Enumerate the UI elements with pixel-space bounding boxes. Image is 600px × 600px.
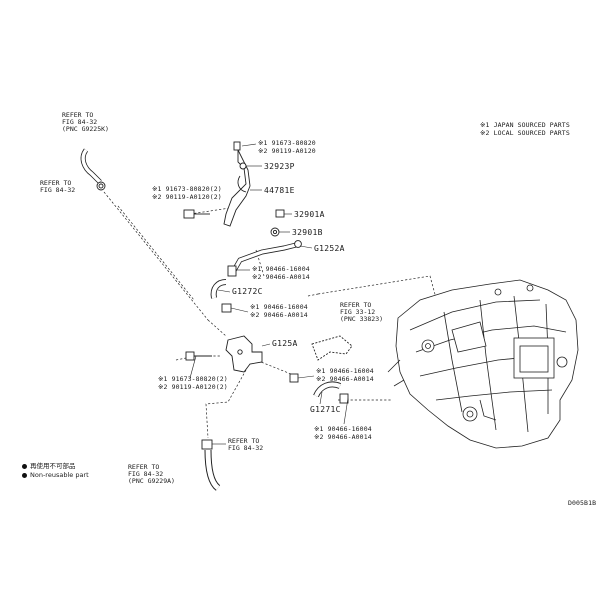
hose-top-left (80, 148, 106, 191)
non-reusable-dot-icon (22, 464, 27, 469)
part-32901B-shape (270, 227, 280, 237)
label-G1271C[interactable]: G1271C (310, 405, 341, 414)
note-japan-sourced: ※1 JAPAN SOURCED PARTS (480, 121, 570, 129)
label-32901B[interactable]: 32901B (292, 228, 323, 237)
label-leaders (189, 143, 349, 445)
label-32923P[interactable]: 32923P (264, 162, 295, 171)
label-top-bolt-2[interactable]: ※2 90119-A0120 (258, 147, 316, 155)
label-left-bolt-2[interactable]: ※2 90119-A0120(2) (152, 193, 222, 201)
label-44781E[interactable]: 44781E (264, 186, 295, 195)
junction-G125A (225, 335, 263, 373)
label-clamp4-1[interactable]: ※1 90466-16004 (314, 425, 372, 433)
label-lower-bolt-2[interactable]: ※2 90119-A0120(2) (158, 383, 228, 391)
bolt-left (183, 209, 210, 219)
part-32901A-shape (275, 209, 285, 218)
label-clamp2-1[interactable]: ※1 90466-16004 (250, 303, 308, 311)
label-clamp3-1[interactable]: ※1 90466-16004 (316, 367, 374, 375)
label-clamp1-2[interactable]: ※2 90466-A0014 (252, 273, 310, 281)
hose-G1272C (210, 279, 227, 299)
label-top-bolt-1[interactable]: ※1 91673-80820 (258, 139, 316, 147)
non-reusable-dot-icon (22, 473, 27, 478)
bolt-lower-left (185, 351, 212, 361)
refer-center[interactable]: REFER TO FIG 33-12 (PNC 33823) (340, 301, 384, 323)
figure-code: D005B1B (568, 499, 597, 507)
refer-bottom[interactable]: REFER TO FIG 84-32 (PNC G9229A) (128, 463, 175, 485)
label-clamp2-2[interactable]: ※2 90466-A0014 (250, 311, 308, 319)
label-clamp3-2[interactable]: ※2 90466-A0014 (316, 375, 374, 383)
clamp-shape-1 (221, 303, 232, 313)
pipe-G1252A (227, 240, 302, 277)
refer-left-mid[interactable]: REFER TO FIG 84-32 (40, 179, 76, 194)
bracket-44781E (223, 141, 251, 227)
bracket-refer-33-12 (311, 335, 353, 361)
refer-lower[interactable]: REFER TO FIG 84-32 (228, 437, 264, 452)
label-G1272C[interactable]: G1272C (232, 287, 263, 296)
label-left-bolt-1[interactable]: ※1 91673-80820(2) (152, 185, 222, 193)
legend-item-jp: 再使用不可部品 (22, 462, 89, 471)
label-clamp4-2[interactable]: ※2 90466-A0014 (314, 433, 372, 441)
legend: 再使用不可部品 Non-reusable part (22, 462, 89, 480)
hose-bottom (201, 439, 221, 491)
label-32901A[interactable]: 32901A (294, 210, 325, 219)
hose-G1271C (289, 373, 349, 404)
label-G1252A[interactable]: G1252A (314, 244, 345, 253)
label-G125A[interactable]: G125A (272, 339, 298, 348)
label-lower-bolt-1[interactable]: ※1 91673-80820(2) (158, 375, 228, 383)
label-clamp1-1[interactable]: ※1 90466-16004 (252, 265, 310, 273)
legend-item-en: Non-reusable part (22, 471, 89, 480)
transaxle-assembly (387, 279, 579, 449)
refer-top-left[interactable]: REFER TO FIG 84-32 (PNC G9225K) (62, 111, 109, 133)
note-local-sourced: ※2 LOCAL SOURCED PARTS (480, 129, 570, 137)
